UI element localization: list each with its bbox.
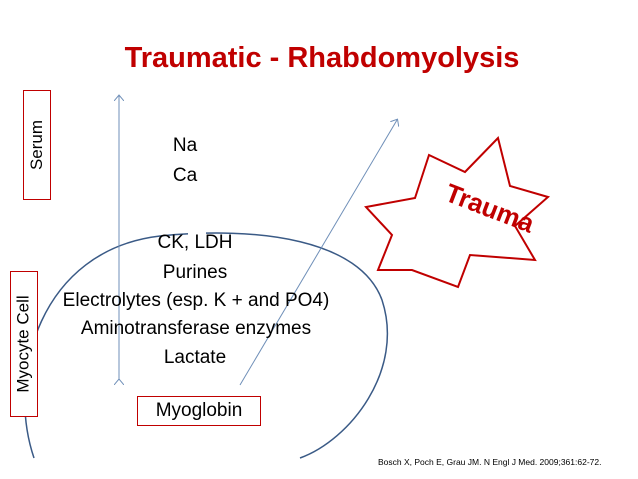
myocyte-cell-label-box: Myocyte Cell <box>10 271 38 417</box>
efflux-lactate: Lactate <box>163 347 227 368</box>
myocyte-cell-label: Myocyte Cell <box>14 295 33 393</box>
myoglobin-label: Myoglobin <box>155 400 243 421</box>
citation: Bosch X, Poch E, Grau JM. N Engl J Med. … <box>378 457 602 467</box>
efflux-purines: Purines <box>162 262 228 283</box>
trauma-starburst <box>364 136 551 289</box>
myoglobin-box: Myoglobin <box>137 396 261 426</box>
influx-ca: Ca <box>172 165 198 186</box>
serum-label-box: Serum <box>23 90 51 200</box>
influx-na: Na <box>172 135 198 156</box>
serum-label: Serum <box>27 119 47 171</box>
membrane-gap <box>188 214 206 244</box>
efflux-aminotransferase: Aminotransferase enzymes <box>80 318 312 339</box>
slide-title: Traumatic - Rhabdomyolysis <box>124 42 520 74</box>
myoglobin-release-arrow <box>239 120 397 386</box>
efflux-ck-ldh: CK, LDH <box>157 232 233 253</box>
efflux-electrolytes: Electrolytes (esp. K + and PO4) <box>62 290 330 311</box>
